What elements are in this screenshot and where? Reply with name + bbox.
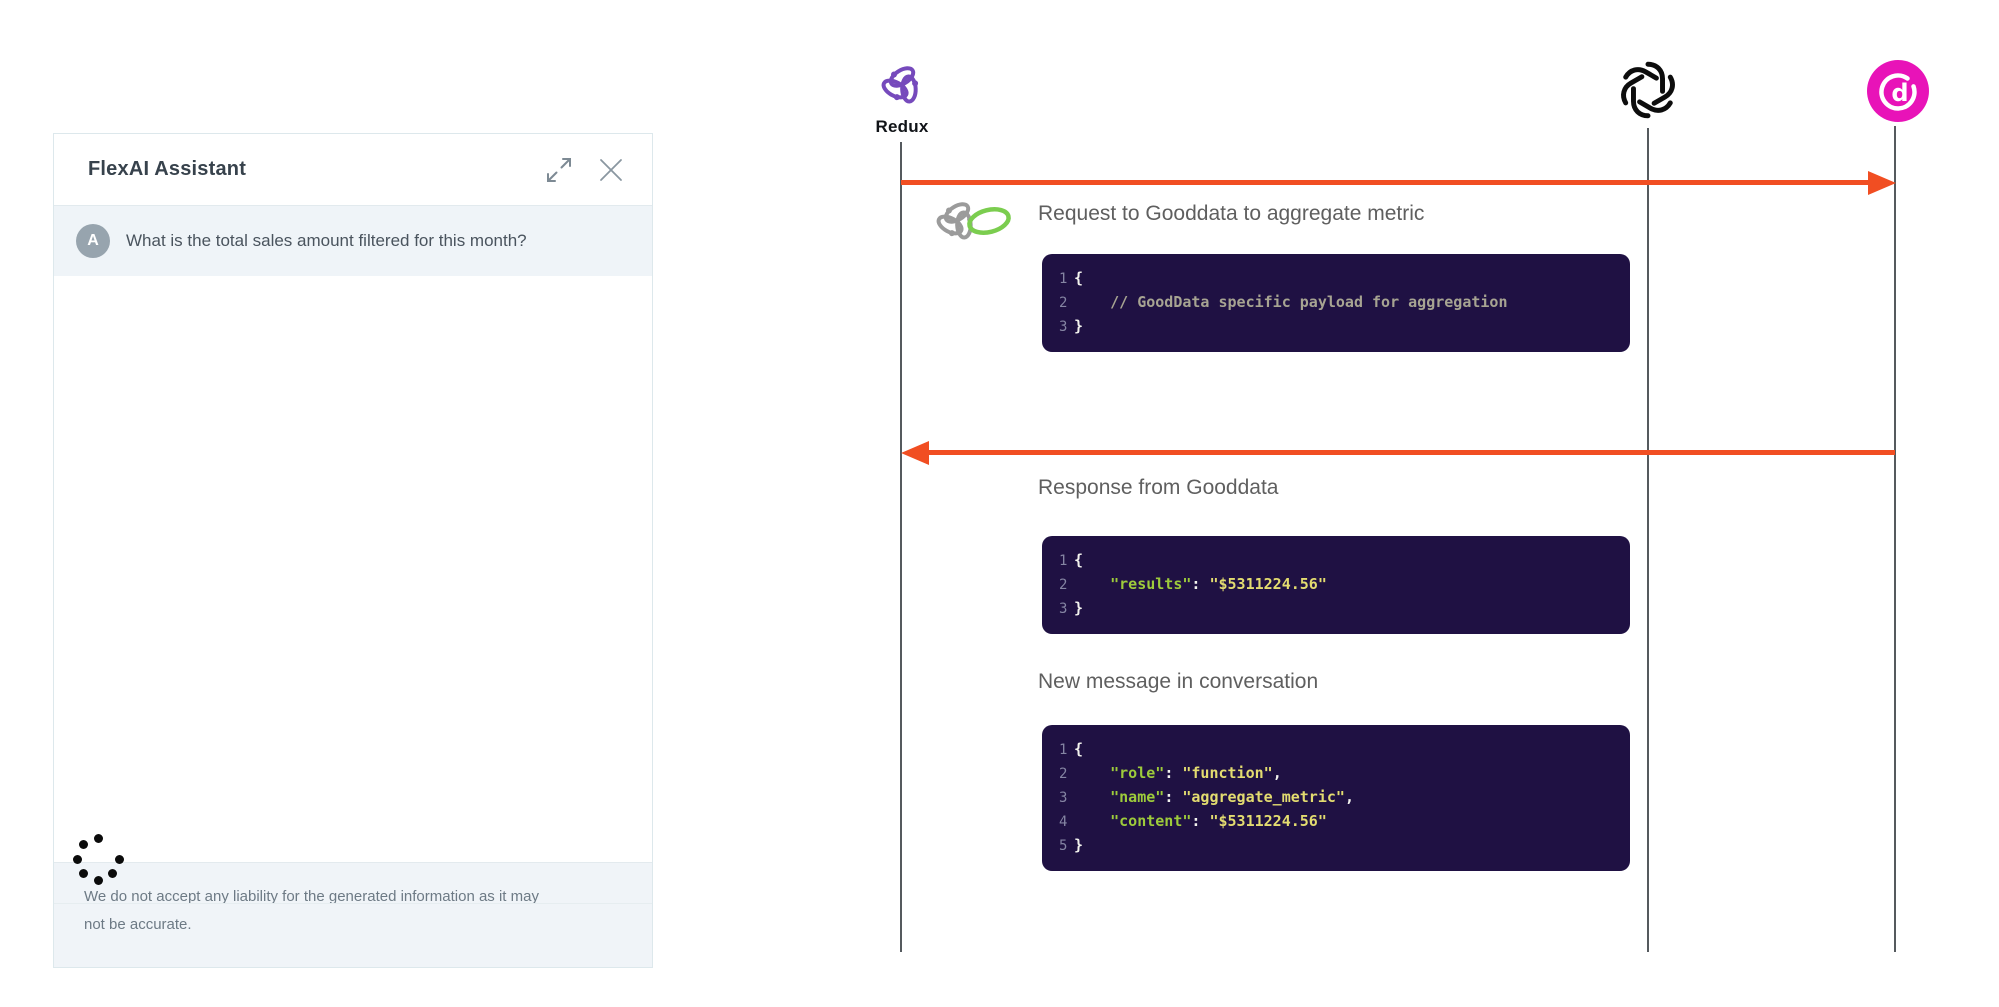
code-token-comment: // GoodData specific payload for aggrega…	[1074, 293, 1508, 311]
lifeline-openai	[1647, 128, 1649, 952]
code-token-plain: :	[1191, 575, 1210, 593]
code-token-plain: :	[1164, 764, 1183, 782]
code-token-plain: }	[1074, 317, 1084, 335]
divider	[54, 903, 652, 904]
svg-text:d: d	[1891, 79, 1908, 107]
code-line: 1{	[1042, 738, 1630, 762]
gooddata-logo-icon: d	[1867, 60, 1929, 122]
assistant-footer: We do not accept any liability for the g…	[54, 862, 652, 967]
code-token-plain: :	[1164, 788, 1183, 806]
step-label-request: Request to Gooddata to aggregate metric	[1038, 202, 1425, 225]
panel-title: FlexAI Assistant	[88, 158, 247, 180]
code-block-new-message: 1{2 "role": "function",3 "name": "aggreg…	[1042, 725, 1630, 871]
code-line: 4 "content": "$5311224.56"	[1042, 810, 1630, 834]
loading-spinner-icon	[73, 834, 124, 885]
line-number: 3	[1059, 319, 1068, 335]
code-block-request: 1{2 // GoodData specific payload for agg…	[1042, 254, 1630, 352]
assistant-panel: FlexAI Assistant A What is the total sal…	[53, 133, 653, 968]
lifeline-gooddata	[1894, 126, 1896, 952]
close-icon[interactable]	[596, 155, 626, 185]
line-number: 1	[1059, 271, 1068, 287]
user-avatar: A	[76, 224, 110, 258]
line-number: 2	[1059, 295, 1068, 311]
code-token-plain: }	[1074, 836, 1084, 854]
lifeline-redux	[900, 142, 902, 952]
actor-openai	[1615, 57, 1681, 128]
expand-icon[interactable]	[544, 155, 574, 185]
code-line: 3}	[1042, 315, 1630, 339]
arrow-request	[901, 180, 1869, 185]
actor-gooddata: d	[1867, 60, 1929, 127]
line-number: 5	[1059, 838, 1068, 854]
line-number: 1	[1059, 553, 1068, 569]
code-token-plain: ,	[1272, 764, 1282, 782]
code-line: 1{	[1042, 549, 1630, 573]
code-token-key: "content"	[1074, 812, 1192, 830]
code-token-str: "$5311224.56"	[1209, 575, 1327, 593]
code-line: 5}	[1042, 834, 1630, 858]
code-block-response: 1{2 "results": "$5311224.56"3}	[1042, 536, 1630, 634]
header-icons	[544, 155, 626, 185]
step-label-new-message: New message in conversation	[1038, 670, 1319, 693]
arrow-response	[927, 450, 1895, 455]
disclaimer-text: We do not accept any liability for the g…	[84, 888, 539, 933]
green-loop-icon	[967, 207, 1011, 235]
actor-label-redux: Redux	[875, 117, 929, 136]
code-token-key: "results"	[1074, 575, 1192, 593]
code-token-plain: ,	[1344, 788, 1354, 806]
line-number: 3	[1059, 790, 1068, 806]
code-token-key: "role"	[1074, 764, 1165, 782]
actor-redux: Redux	[862, 60, 942, 137]
openai-logo-icon	[1621, 61, 1675, 119]
arrowhead-right-icon	[1868, 171, 1896, 195]
code-line: 2 "role": "function",	[1042, 762, 1630, 786]
code-line: 2 "results": "$5311224.56"	[1042, 573, 1630, 597]
arrowhead-left-icon	[901, 441, 929, 465]
conversation-area	[54, 276, 652, 904]
redux-gooddata-mini-icon	[928, 196, 1011, 251]
code-token-plain: {	[1074, 551, 1084, 569]
code-token-str: "aggregate_metric"	[1182, 788, 1345, 806]
code-token-plain: {	[1074, 740, 1084, 758]
code-line: 3}	[1042, 597, 1630, 621]
line-number: 2	[1059, 577, 1068, 593]
code-token-plain: }	[1074, 599, 1084, 617]
code-token-plain: :	[1191, 812, 1210, 830]
user-message-text: What is the total sales amount filtered …	[126, 231, 527, 250]
code-token-key: "name"	[1074, 788, 1165, 806]
code-line: 2 // GoodData specific payload for aggre…	[1042, 291, 1630, 315]
code-token-str: "function"	[1182, 764, 1273, 782]
redux-logo-icon	[881, 66, 919, 104]
line-number: 3	[1059, 601, 1068, 617]
code-token-str: "$5311224.56"	[1209, 812, 1327, 830]
assistant-header: FlexAI Assistant	[54, 134, 652, 206]
code-token-plain: {	[1074, 269, 1084, 287]
code-line: 3 "name": "aggregate_metric",	[1042, 786, 1630, 810]
code-line: 1{	[1042, 267, 1630, 291]
line-number: 4	[1059, 814, 1068, 830]
step-label-response: Response from Gooddata	[1038, 476, 1279, 499]
line-number: 1	[1059, 742, 1068, 758]
user-message-row: A What is the total sales amount filtere…	[54, 206, 652, 276]
line-number: 2	[1059, 766, 1068, 782]
